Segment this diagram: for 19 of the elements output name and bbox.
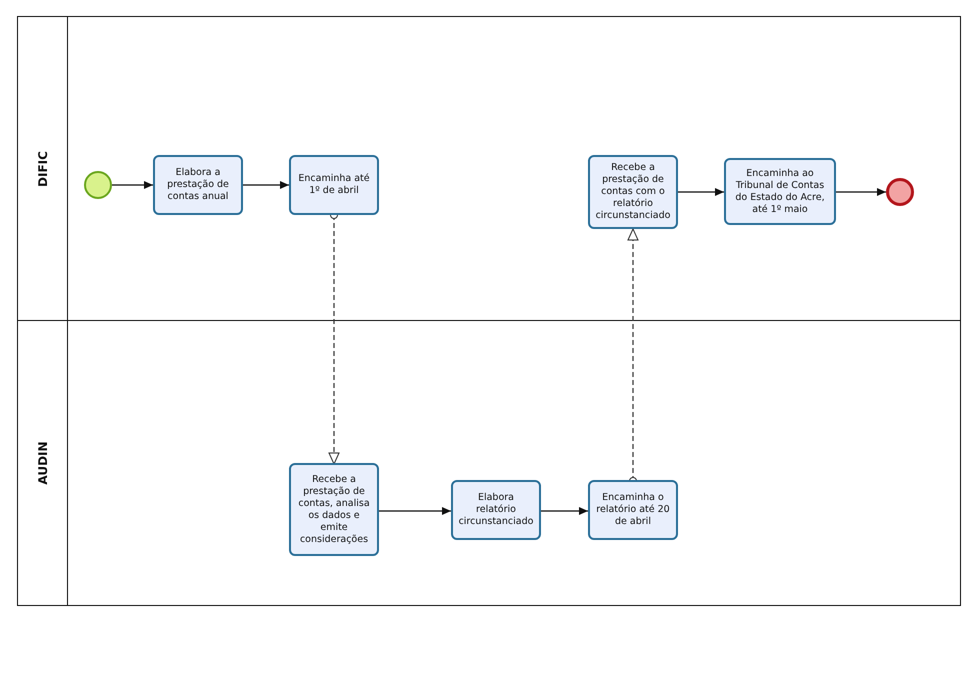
swimlane — [17, 16, 961, 321]
sequence-flow-arrow — [243, 181, 289, 189]
task-box: Recebe a prestação de contas com o relatório circunstanciado — [588, 155, 678, 229]
task-box: Elabora a prestação de contas anual — [153, 155, 243, 215]
sequence-flow-arrow — [541, 507, 588, 515]
end-event-circle — [886, 178, 914, 206]
start-event-circle — [84, 171, 112, 199]
task-box: Elabora relatório circunstanciado — [451, 480, 541, 540]
sequence-flow-arrow — [379, 507, 451, 515]
sequence-flow-arrow — [836, 188, 886, 196]
sequence-flow-arrow — [112, 181, 153, 189]
task-box: Encaminha o relatório até 20 de abril — [588, 480, 678, 540]
sequence-flow-arrow — [678, 188, 724, 196]
task-box: Encaminha até 1º de abril — [289, 155, 379, 215]
lane-title: DIFIC — [36, 150, 50, 186]
task-box: Encaminha ao Tribunal de Contas do Estado do Acre, até 1º maio — [724, 158, 836, 225]
task-box: Recebe a prestação de contas, analisa os dados e emite considerações — [289, 463, 379, 556]
lane-title: AUDIN — [36, 441, 50, 485]
swimlane — [17, 320, 961, 606]
